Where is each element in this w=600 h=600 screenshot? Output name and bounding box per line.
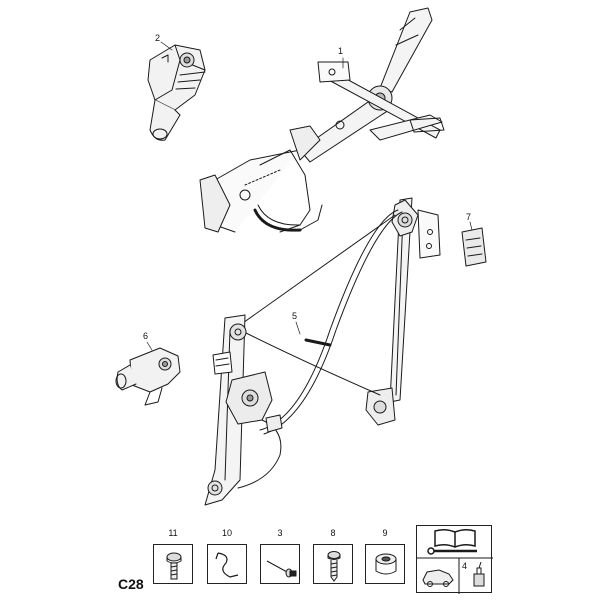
wrench-icon (427, 547, 477, 555)
part-number-8: 8 (330, 528, 336, 538)
part-number-10: 10 (221, 528, 232, 538)
part-slot-11 (153, 544, 193, 584)
rivet-icon (266, 560, 297, 578)
manual-book-icon (434, 528, 476, 548)
regulator-cable-part-5 (204, 197, 441, 506)
part-slot-8 (313, 544, 353, 584)
sheet-code: C28 (118, 576, 144, 592)
lubricant-icon (473, 561, 485, 587)
part-slot-9 (365, 544, 405, 584)
info-panel-graphics (417, 528, 493, 594)
vehicle-icon (422, 569, 454, 587)
grommet-icon (375, 553, 397, 575)
callout-7: 7 (466, 212, 472, 222)
callout-6: 6 (143, 331, 149, 341)
wire-clip-icon (215, 552, 239, 578)
callout-5: 5 (292, 311, 298, 321)
motor-part-6 (115, 347, 181, 406)
info-panel: 4 (416, 525, 493, 594)
part-number-3: 3 (277, 528, 283, 538)
info-panel-number: 4 (462, 561, 468, 571)
callout-1: 1 (338, 46, 344, 56)
bolt-flange-icon (166, 552, 182, 580)
screw-icon (327, 551, 341, 582)
part-slot-3 (260, 544, 300, 584)
part-slot-10 (207, 544, 247, 584)
part-number-11: 11 (168, 528, 178, 538)
leader-lines (146, 41, 473, 351)
part-number-9: 9 (382, 528, 388, 538)
motor-part-2 (147, 44, 206, 141)
regulator-scissor-part-1 (199, 7, 445, 233)
callout-2: 2 (155, 33, 161, 43)
bracket-part-7 (461, 227, 487, 267)
